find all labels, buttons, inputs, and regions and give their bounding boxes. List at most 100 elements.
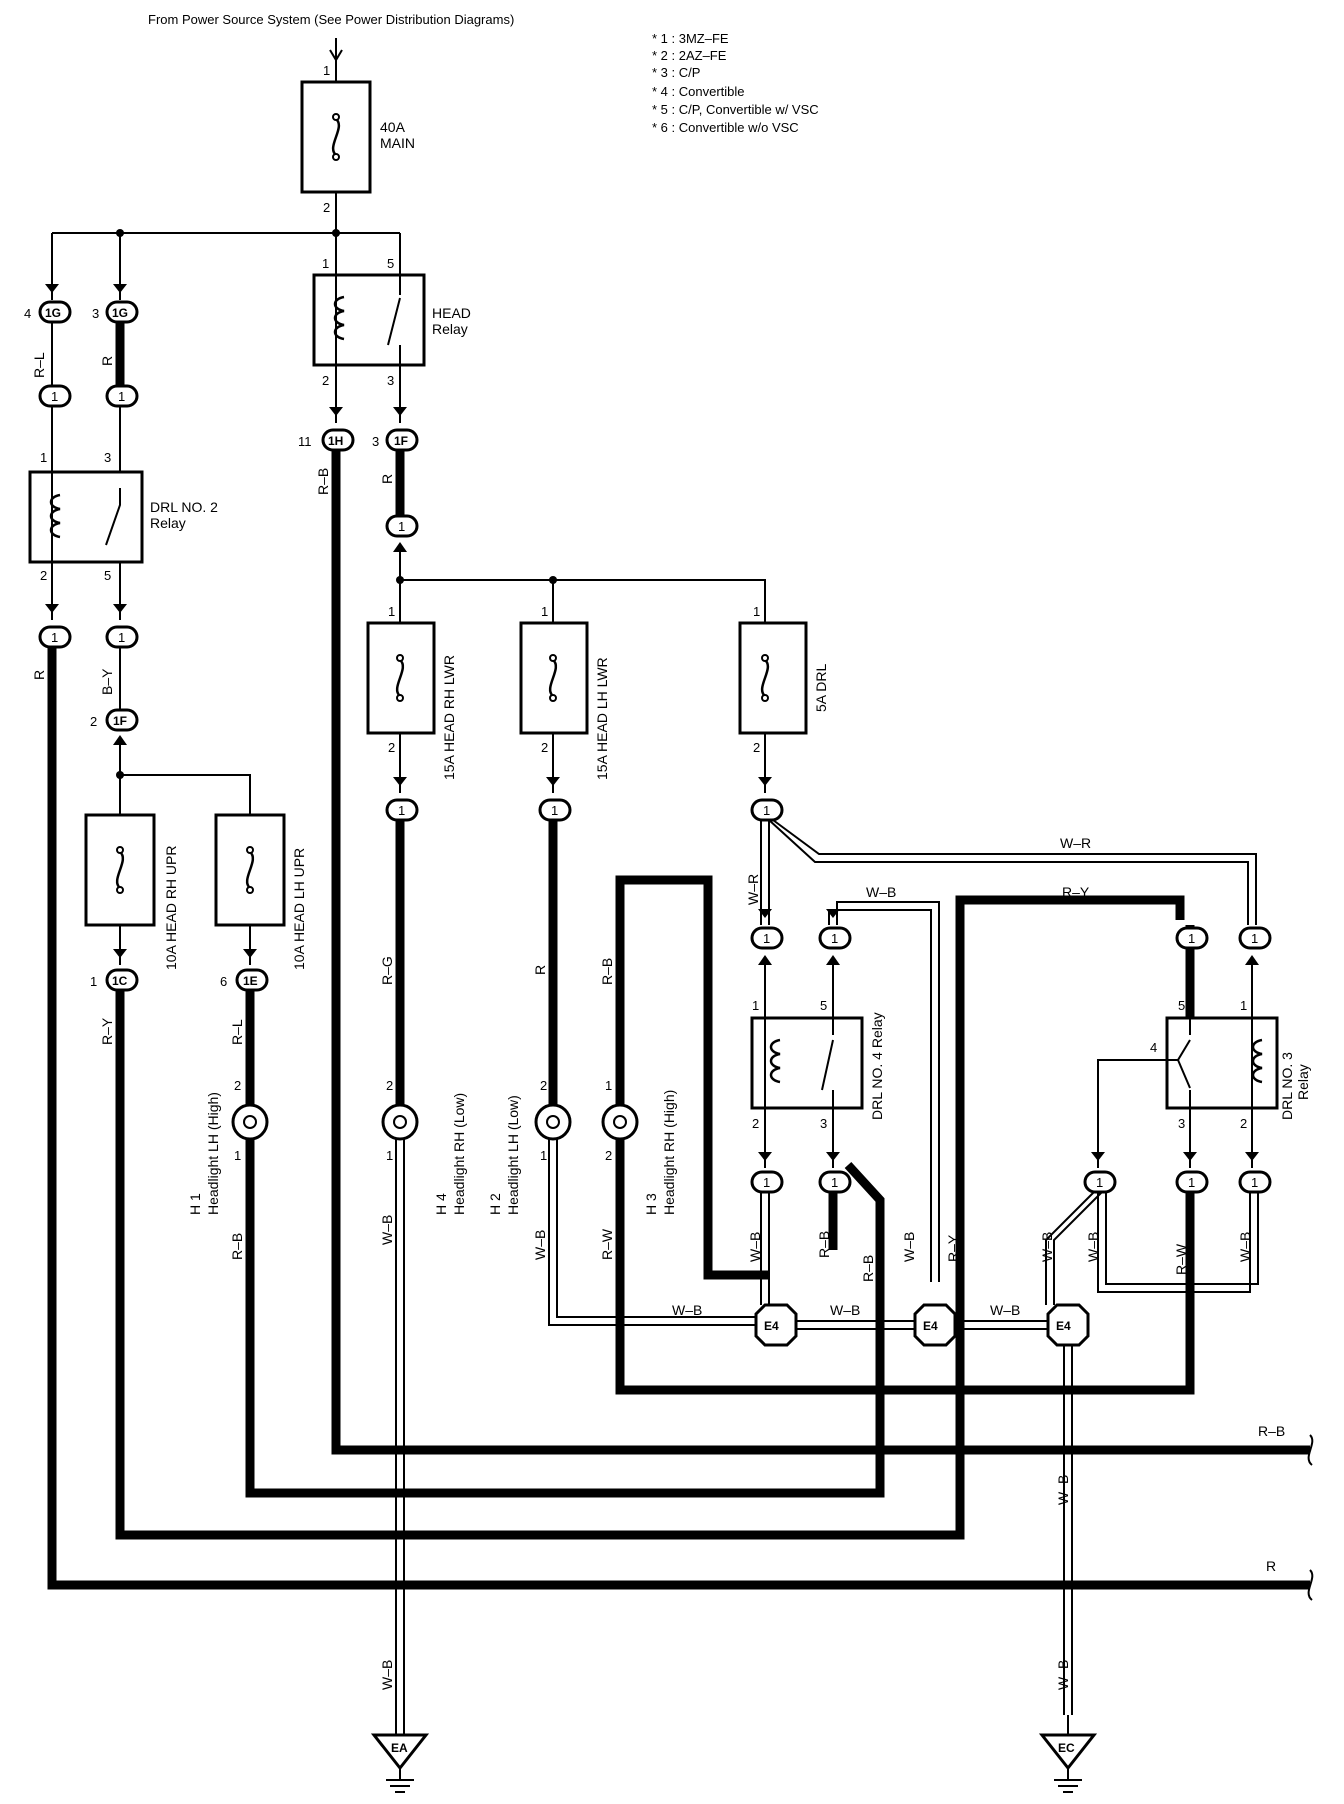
svg-text:6: 6: [220, 974, 227, 989]
notes-list: * 1 : 3MZ–FE * 2 : 2AZ–FE * 3 : C/P * 4 …: [652, 31, 819, 135]
svg-text:1F: 1F: [113, 714, 127, 728]
svg-text:3: 3: [104, 450, 111, 465]
svg-text:1: 1: [40, 450, 47, 465]
svg-text:1: 1: [541, 604, 548, 619]
svg-text:H 3: H 3: [643, 1193, 659, 1215]
svg-text:11: 11: [298, 434, 312, 449]
svg-text:R: R: [1266, 1558, 1276, 1574]
svg-text:1: 1: [1240, 998, 1247, 1013]
svg-text:R–B: R–B: [599, 958, 615, 985]
svg-text:10A HEAD RH UPR: 10A HEAD RH UPR: [163, 846, 179, 970]
svg-text:2: 2: [322, 373, 329, 388]
fuse-head-rh-lwr: 15A HEAD RH LWR: [366, 621, 457, 780]
svg-text:H 4: H 4: [433, 1193, 449, 1215]
svg-text:E4: E4: [1056, 1319, 1071, 1333]
svg-text:2: 2: [90, 714, 97, 729]
svg-text:R–B: R–B: [1258, 1423, 1285, 1439]
svg-text:2: 2: [753, 740, 760, 755]
headlight-h1: H 1 Headlight LH (High): [187, 1092, 269, 1215]
note-1: * 1 : 3MZ–FE: [652, 31, 729, 46]
ground-ea: EA: [370, 1733, 430, 1793]
note-5: * 5 : C/P, Convertible w/ VSC: [652, 102, 819, 117]
svg-text:3: 3: [387, 373, 394, 388]
svg-text:W–R: W–R: [745, 874, 761, 905]
svg-text:1E: 1E: [243, 974, 258, 988]
note-4: * 4 : Convertible: [652, 84, 745, 99]
fuse-head-lh-upr: 10A HEAD LH UPR: [214, 813, 307, 970]
svg-text:Headlight LH (High): Headlight LH (High): [205, 1092, 221, 1215]
svg-text:W–B: W–B: [1237, 1232, 1253, 1262]
svg-text:5: 5: [820, 998, 827, 1013]
connector-1f-a: 1F: [105, 708, 139, 732]
svg-text:1: 1: [1188, 931, 1195, 946]
svg-text:2: 2: [234, 1078, 241, 1093]
svg-text:R–L: R–L: [229, 1019, 245, 1045]
svg-text:DRL NO. 2: DRL NO. 2: [150, 499, 218, 515]
note-3: * 3 : C/P: [652, 65, 700, 80]
svg-text:1H: 1H: [328, 434, 343, 448]
svg-text:1: 1: [752, 998, 759, 1013]
drl-no3-relay: DRL NO. 3 Relay: [1097, 1016, 1311, 1168]
svg-text:W–R: W–R: [1060, 835, 1091, 851]
svg-text:1: 1: [90, 974, 97, 989]
svg-text:W–B: W–B: [747, 1232, 763, 1262]
wire-label-r: R: [99, 356, 115, 366]
headlight-h2: H 2 Headlight LH (Low): [487, 1095, 572, 1215]
svg-text:W–B: W–B: [379, 1215, 395, 1245]
ground-e4-a: E4: [754, 1303, 798, 1347]
svg-text:EA: EA: [391, 1741, 408, 1755]
main-fuse-label: MAIN: [380, 135, 415, 151]
svg-text:R–B: R–B: [860, 1255, 876, 1282]
svg-text:R–W: R–W: [1173, 1243, 1189, 1275]
svg-text:W–B: W–B: [830, 1302, 860, 1318]
svg-text:1: 1: [118, 389, 125, 404]
svg-text:R: R: [379, 474, 395, 484]
svg-text:1C: 1C: [112, 974, 128, 988]
wire-label-rl: R–L: [31, 352, 47, 378]
head-relay: HEAD Relay: [312, 273, 471, 367]
svg-text:2: 2: [752, 1116, 759, 1131]
svg-text:HEAD: HEAD: [432, 305, 471, 321]
svg-text:2: 2: [605, 1148, 612, 1163]
drl-no4-relay: DRL NO. 4 Relay: [750, 1012, 885, 1120]
svg-text:1: 1: [551, 803, 558, 818]
svg-text:1: 1: [1096, 1175, 1103, 1190]
svg-text:1: 1: [605, 1078, 612, 1093]
svg-text:R–B: R–B: [816, 1231, 832, 1258]
svg-text:R–B: R–B: [229, 1233, 245, 1260]
svg-text:Headlight RH (High): Headlight RH (High): [661, 1090, 677, 1215]
connector-1e: 1E: [235, 968, 269, 992]
main-fuse: 1 2 40A MAIN: [300, 63, 415, 215]
svg-text:4: 4: [24, 306, 31, 321]
headlight-h3: H 3 Headlight RH (High): [601, 1090, 677, 1215]
svg-text:R–Y: R–Y: [1062, 884, 1090, 900]
svg-text:Relay: Relay: [432, 321, 468, 337]
svg-text:1: 1: [398, 519, 405, 534]
svg-text:Headlight LH (Low): Headlight LH (Low): [505, 1095, 521, 1215]
svg-text:H 1: H 1: [187, 1193, 203, 1215]
svg-text:1: 1: [51, 630, 58, 645]
connector-1f-b: 1F: [385, 428, 419, 452]
svg-text:2: 2: [388, 740, 395, 755]
svg-text:R–W: R–W: [599, 1228, 615, 1260]
svg-text:2: 2: [386, 1078, 393, 1093]
note-6: * 6 : Convertible w/o VSC: [652, 120, 799, 135]
svg-text:1: 1: [763, 931, 770, 946]
svg-text:1: 1: [1251, 1175, 1258, 1190]
connector-1h: 1H: [321, 428, 355, 452]
svg-text:1: 1: [322, 256, 329, 271]
svg-text:W–B: W–B: [1055, 1660, 1071, 1690]
svg-text:1: 1: [1188, 1175, 1195, 1190]
svg-text:1G: 1G: [45, 306, 61, 320]
ground-e4-b: E4: [913, 1303, 957, 1347]
svg-text:W–B: W–B: [379, 1660, 395, 1690]
svg-text:W–B: W–B: [1039, 1232, 1055, 1262]
svg-text:1: 1: [753, 604, 760, 619]
svg-text:Relay: Relay: [1295, 1064, 1311, 1100]
svg-text:R–B: R–B: [315, 468, 331, 495]
svg-text:R–Y: R–Y: [99, 1017, 115, 1045]
svg-text:1: 1: [118, 630, 125, 645]
svg-text:DRL NO. 4 Relay: DRL NO. 4 Relay: [869, 1012, 885, 1120]
svg-text:1: 1: [234, 1148, 241, 1163]
svg-text:EC: EC: [1058, 1741, 1075, 1755]
